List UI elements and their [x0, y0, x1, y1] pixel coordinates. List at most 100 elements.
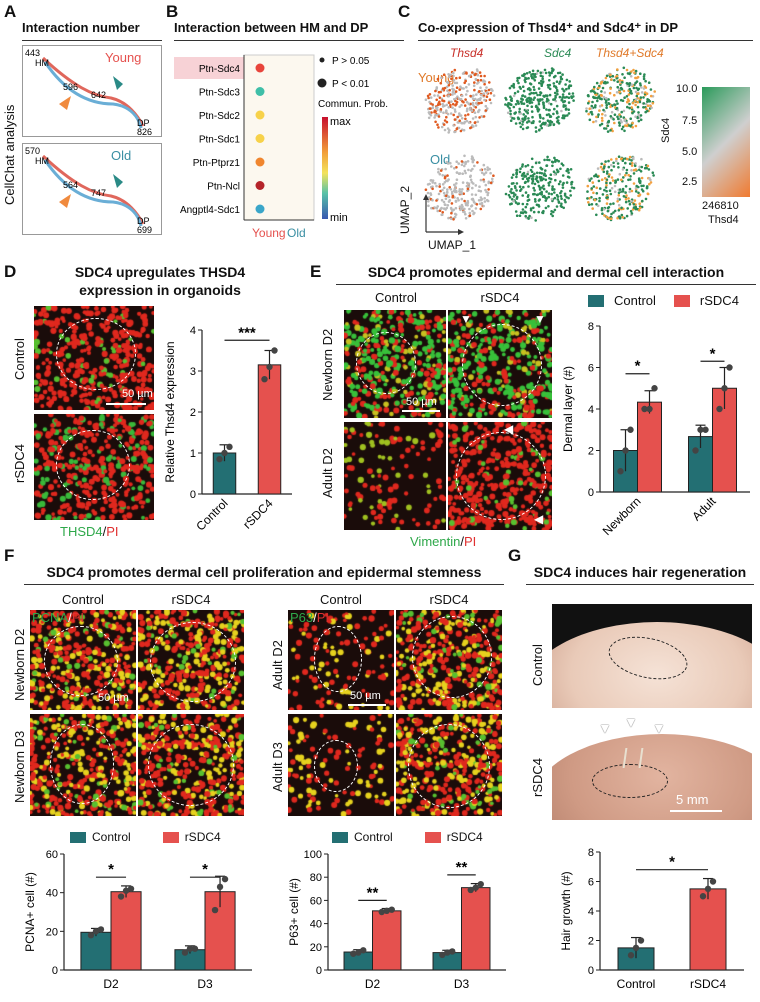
- y-axis-label: PCNA+ cell (#): [23, 872, 37, 952]
- panel-c-col-sdc4: Sdc4: [544, 46, 572, 60]
- data-point: [449, 948, 456, 955]
- svg-text:Young: Young: [105, 50, 141, 65]
- panel-f-r-col-rsdc4: rSDC4: [429, 592, 469, 607]
- panel-d-row-control: Control: [12, 338, 27, 380]
- panel-d-title-1: SDC4 upregulates THSD4: [74, 264, 246, 280]
- x-tick-label: Adult: [689, 494, 719, 524]
- data-point: [191, 945, 199, 952]
- sig-label: **: [456, 859, 468, 876]
- panel-e-legend: Control rSDC4: [588, 293, 739, 308]
- data-point: [271, 347, 278, 354]
- data-point: [444, 949, 451, 956]
- micrograph-d-rsdc4: [34, 414, 154, 520]
- sig-label: *: [669, 854, 675, 871]
- data-point: [721, 385, 728, 392]
- y-tick-label: 8: [588, 847, 594, 859]
- micrograph-f-nb2-rsdc4: [138, 610, 244, 710]
- photo-g-rsdc4: ▼ ▼ ▼ 5 mm: [552, 712, 752, 820]
- data-point: [632, 944, 640, 952]
- panel-f-letter: F: [4, 546, 15, 565]
- data-point: [439, 951, 446, 959]
- panel-e-letter: E: [310, 262, 322, 281]
- young-interaction-diagram: 443 HM 596 642 DP 826 Young: [25, 48, 152, 137]
- y-tick-label: 0: [316, 965, 322, 977]
- y-tick-label: 4: [190, 325, 196, 337]
- panel-f-r-row-d2: Adult D2: [270, 640, 285, 690]
- svg-text:DP: DP: [137, 118, 150, 128]
- x-tick-label: rSDC4: [240, 496, 276, 532]
- data-point: [702, 426, 709, 433]
- pair-label: Ptn-Sdc2: [199, 111, 241, 122]
- panel-e-row-adult: Adult D2: [320, 448, 335, 498]
- y-axis-label: Hair growth (#): [559, 871, 573, 950]
- svg-text:P < 0.01: P < 0.01: [332, 79, 370, 90]
- y-tick-label: 0: [588, 487, 594, 499]
- panel-f-l-row-d2: Newborn D2: [12, 628, 27, 702]
- x-tick-label: rSDC4: [690, 977, 726, 991]
- panel-c-row-old: Old: [430, 152, 451, 167]
- data-point: [87, 932, 95, 939]
- y-tick-label: 80: [310, 872, 322, 884]
- svg-text:Old: Old: [287, 226, 306, 240]
- data-point: [355, 949, 362, 956]
- umap-x-label: UMAP_1: [428, 238, 477, 252]
- svg-text:596: 596: [63, 82, 78, 92]
- data-point: [716, 405, 723, 413]
- bar: [689, 888, 727, 971]
- panel-b-letter: B: [166, 2, 179, 21]
- y-tick-label: 0: [190, 489, 196, 501]
- data-point: [726, 364, 733, 371]
- y-tick-label: 60: [46, 849, 58, 861]
- panel-e-col-rsdc4: rSDC4: [480, 290, 520, 305]
- colorbar-ytick-1: 10.0: [676, 83, 698, 95]
- panel-f-l-col-rsdc4: rSDC4: [171, 592, 211, 607]
- data-point: [186, 945, 194, 952]
- panel-d-title-2: expression in organoids: [79, 282, 241, 298]
- sig-label: ***: [238, 324, 256, 341]
- panel-c-col-both: Thsd4+Sdc4: [596, 46, 664, 60]
- panel-f-r-col-control: Control: [320, 592, 362, 607]
- colorbar-ytick-2: 7.5: [682, 115, 698, 127]
- coexp-colorbar: [702, 87, 750, 197]
- micrograph-f-ad2-rsdc4: [396, 610, 502, 710]
- micrograph-e-nb-rsdc4: ▼ ▼: [448, 310, 552, 418]
- sig-label: *: [710, 345, 716, 362]
- micrograph-f-ad3-rsdc4: [396, 714, 502, 816]
- svg-text:Old: Old: [111, 148, 131, 163]
- data-point: [704, 885, 712, 893]
- panel-a-side-label: CellChat analysis: [2, 104, 17, 206]
- micrograph-e-nb-control: 50 µm: [344, 310, 446, 418]
- svg-text:564: 564: [63, 180, 78, 190]
- data-point: [617, 468, 624, 475]
- data-point: [181, 949, 189, 956]
- pair-label: Ptn-Ncl: [207, 182, 240, 193]
- dot-mark: [255, 204, 265, 214]
- svg-text:570: 570: [25, 146, 40, 156]
- data-point: [122, 887, 130, 894]
- panel-f-l-col-control: Control: [62, 592, 104, 607]
- data-point: [622, 447, 629, 454]
- data-point: [221, 875, 229, 883]
- pair-label: Angptl4-Sdc1: [180, 205, 240, 216]
- colorbar-xlabel: Thsd4: [708, 214, 739, 226]
- y-tick-label: 4: [588, 404, 594, 416]
- y-tick-label: 6: [588, 877, 594, 889]
- panel-e-title: SDC4 promotes epidermal and dermal cell …: [367, 264, 725, 280]
- x-tick-label: Control: [193, 496, 230, 533]
- data-point: [477, 880, 484, 888]
- panel-g-letter: G: [508, 546, 522, 565]
- micrograph-f-nb3-rsdc4: [138, 714, 244, 816]
- svg-text:826: 826: [137, 127, 152, 136]
- sig-label: *: [108, 861, 114, 878]
- bar: [461, 887, 491, 971]
- pair-label: Ptn-Ptprz1: [193, 158, 241, 169]
- panel-f-l-legend: Control rSDC4: [70, 830, 221, 844]
- micrograph-f-nb2-control: PCNA/PI: [30, 610, 136, 710]
- bar: [257, 364, 282, 495]
- data-point: [641, 405, 648, 413]
- micrograph-e-ad-control: [344, 422, 446, 530]
- panel-f-l-scale: 50 µm: [98, 692, 129, 704]
- micrograph-f-ad3-control: [288, 714, 394, 816]
- svg-text:HM: HM: [35, 156, 49, 166]
- data-point: [627, 426, 634, 433]
